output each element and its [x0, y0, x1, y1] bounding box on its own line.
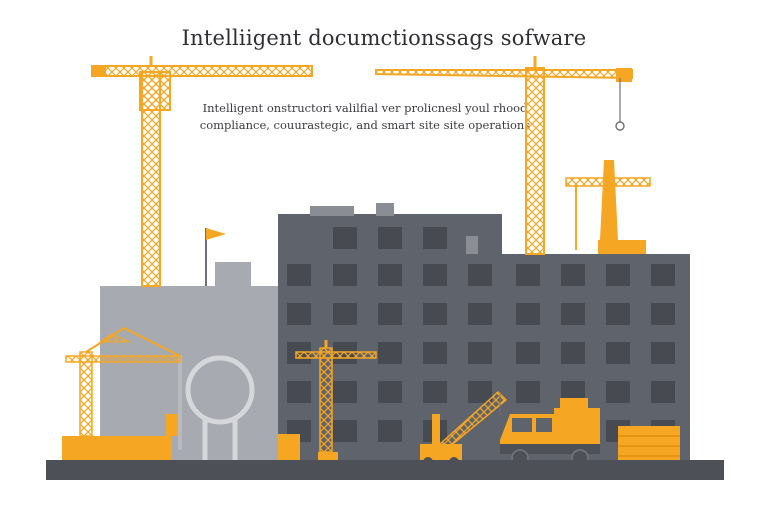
- hero-subtitle-line-2: compliance, couurastegic, and smart site…: [199, 118, 531, 132]
- pallet-stack: [618, 426, 680, 462]
- hero-subtitle-line-1: Intelligent onstructori valilfial ver pr…: [202, 101, 528, 115]
- rooftop-crane: [565, 160, 651, 254]
- tower-crane-left: [91, 56, 313, 287]
- small-crane-left: [65, 326, 181, 437]
- small-crane-middle: [278, 340, 377, 466]
- hero-title: Intelliigent documctionssags sofware: [181, 26, 587, 50]
- left-building: [62, 262, 280, 462]
- flag: [205, 228, 226, 286]
- tower-crane-right: [375, 56, 633, 255]
- ground: [46, 460, 724, 480]
